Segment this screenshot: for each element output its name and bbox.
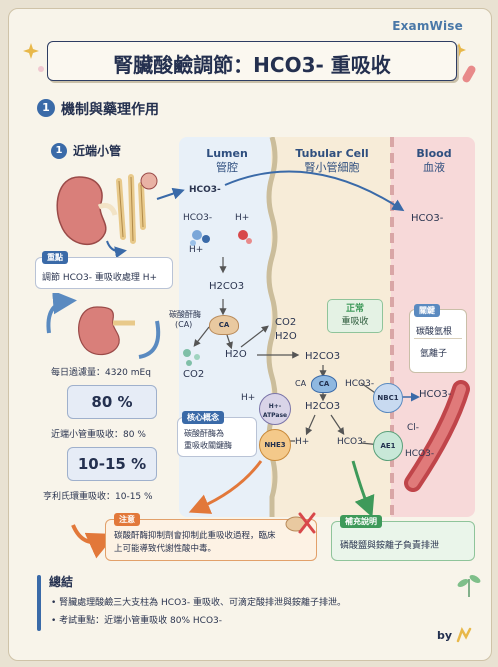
lumen-h-label: H+ bbox=[189, 245, 204, 255]
lumen-label-en: Lumen bbox=[206, 147, 248, 160]
cell-ca-enzyme-icon: CA bbox=[311, 375, 337, 393]
subsection-title: 近端小管 bbox=[73, 144, 122, 158]
key-ion-2: 氫離子 bbox=[420, 349, 448, 359]
warning-card: 注意 碳酸酐酶抑制劑會抑制此重吸收過程，臨床上可能導致代謝性酸中毒。 bbox=[105, 512, 317, 561]
column-header-blood: Blood 血液 bbox=[399, 147, 469, 175]
ae1-transporter: AE1 bbox=[373, 431, 403, 461]
key-ions-tag: 關鍵 bbox=[414, 304, 440, 317]
flow-arrows bbox=[71, 170, 470, 559]
reabsorption-cycle-icon bbox=[46, 293, 161, 359]
lumen-ca-enzyme-icon: CA bbox=[209, 315, 239, 335]
normal-reabsorption-card: 正常 重吸收 bbox=[327, 299, 383, 333]
kidney-nephron-illustration bbox=[56, 172, 158, 259]
summary-title: 總結 bbox=[49, 575, 74, 589]
key-point-text: 調節 HCO3- 重吸收處理 H+ bbox=[42, 273, 158, 283]
supplement-tag: 補充說明 bbox=[340, 515, 382, 528]
cell-hco3-top: HCO3- bbox=[345, 379, 375, 389]
lumen-co2: CO2 bbox=[183, 369, 205, 380]
ca-inhibited-icon bbox=[285, 512, 316, 534]
column-header-lumen: Lumen 管腔 bbox=[189, 147, 265, 175]
warning-tag: 注意 bbox=[114, 513, 140, 526]
henle-percent-box: 10-15 % bbox=[67, 447, 157, 481]
key-ions-card: 關鍵 碳酸氫根 氫離子 bbox=[409, 304, 467, 373]
blood-hco3-mid: HCO3- bbox=[419, 389, 452, 400]
core-concept-text: 碳酸酐酶為 重吸收關鍵酶 bbox=[184, 429, 232, 450]
cell-label-zh: 腎小管細胞 bbox=[304, 161, 360, 174]
page-title: 腎臟酸鹼調節：HCO3- 重吸收 bbox=[113, 53, 391, 77]
lumen-hco3-reactant: HCO3- bbox=[183, 213, 213, 223]
lumen-h-reactant: H+ bbox=[235, 213, 250, 223]
nbc1-transporter: NBC1 bbox=[373, 383, 403, 413]
cell-h: H+ bbox=[295, 437, 310, 447]
cell-label-en: Tubular Cell bbox=[295, 147, 369, 160]
key-point-card: 重點 調節 HCO3- 重吸收處理 H+ bbox=[35, 251, 173, 289]
cell-hco3-bottom: HCO3- bbox=[337, 437, 367, 447]
henle-percent-label: 亨利氏環重吸收：10-15 % bbox=[43, 492, 153, 502]
atpase-h: H+ bbox=[241, 393, 256, 403]
section-title: 機制與藥理作用 bbox=[61, 102, 159, 118]
blood-label-zh: 血液 bbox=[423, 161, 445, 174]
key-ions-divider bbox=[414, 338, 462, 339]
normal-line2: 重吸收 bbox=[341, 317, 369, 327]
cell-h2co3-bottom: H2CO3 bbox=[305, 401, 341, 412]
lumen-h2o: H2O bbox=[225, 349, 247, 360]
blood-label-en: Blood bbox=[416, 147, 452, 160]
cell-co2: CO2 bbox=[275, 317, 297, 328]
blood-cl: Cl- bbox=[407, 423, 420, 433]
lumen-label-zh: 管腔 bbox=[216, 161, 238, 174]
section-number-badge: 1 bbox=[37, 99, 55, 117]
enzyme-abbr: (CA) bbox=[175, 320, 193, 329]
key-ion-1: 碳酸氫根 bbox=[416, 327, 453, 337]
blood-hco3-top: HCO3- bbox=[411, 213, 444, 224]
proximal-percent-box: 80 % bbox=[67, 385, 157, 419]
lumen-hco3-top: HCO3- bbox=[189, 185, 221, 195]
summary-item-1: • 腎臟處理酸鹼三大支柱為 HCO3- 重吸收、可滴定酸排泄與銨離子排泄。 bbox=[51, 598, 347, 608]
ion-molecules-icon bbox=[190, 230, 252, 246]
summary-item-2-text: 考試重點：近端小管重吸收 80% HCO3- bbox=[59, 616, 223, 626]
h-atpase-transporter: H+-ATPase bbox=[259, 393, 291, 425]
co2-bubbles-icon bbox=[183, 349, 200, 366]
proximal-percent-label: 近端小管重吸收：80 % bbox=[51, 430, 146, 440]
supplement-text: 磷酸鹽與銨離子負責排泄 bbox=[340, 541, 440, 551]
byline-text: by bbox=[437, 629, 453, 642]
normal-line1: 正常 bbox=[345, 304, 364, 314]
warning-text: 碳酸酐酶抑制劑會抑制此重吸收過程，臨床上可能導致代謝性酸中毒。 bbox=[114, 531, 276, 554]
nhe3-transporter: NHE3 bbox=[259, 429, 291, 461]
column-header-cell: Tubular Cell 腎小管細胞 bbox=[277, 147, 387, 175]
core-concept-tag: 核心概念 bbox=[182, 411, 224, 424]
brand-logo: ExamWise bbox=[392, 19, 463, 33]
enzyme-name: 碳酸酐酶 bbox=[169, 310, 201, 319]
decorative-sparkles-left bbox=[23, 43, 44, 72]
summary-accent-bar bbox=[37, 575, 41, 631]
key-point-tag: 重點 bbox=[42, 251, 68, 264]
subsection-number-badge: 1 bbox=[51, 143, 67, 159]
cell-h2co3-top: H2CO3 bbox=[305, 351, 341, 362]
summary-item-2: • 考試重點：近端小管重吸收 80% HCO3- bbox=[51, 616, 223, 626]
core-concept-card: 核心概念 碳酸酐酶為 重吸收關鍵酶 bbox=[177, 411, 257, 457]
decorative-pill-icon bbox=[452, 43, 476, 83]
cell-h2o: H2O bbox=[275, 331, 297, 342]
cell-ca-label: CA bbox=[295, 379, 307, 388]
daily-filtered-label: 每日過濾量：4320 mEq bbox=[51, 368, 151, 378]
supplement-card: 補充說明 磷酸鹽與銨離子負責排泄 bbox=[331, 515, 475, 561]
page-card: ExamWise 腎臟酸鹼調節：HCO3- 重吸收 1 機制與藥理作用 1 近端… bbox=[8, 8, 492, 661]
summary-item-1-text: 腎臟處理酸鹼三大支柱為 HCO3- 重吸收、可滴定酸排泄與銨離子排泄。 bbox=[59, 598, 347, 608]
author-logo-icon bbox=[456, 627, 472, 643]
title-banner: 腎臟酸鹼調節：HCO3- 重吸收 bbox=[47, 41, 457, 81]
plant-decoration-icon bbox=[457, 575, 481, 597]
blood-hco3-bottom: HCO3- bbox=[405, 449, 435, 459]
lumen-h2co3: H2CO3 bbox=[209, 281, 245, 292]
